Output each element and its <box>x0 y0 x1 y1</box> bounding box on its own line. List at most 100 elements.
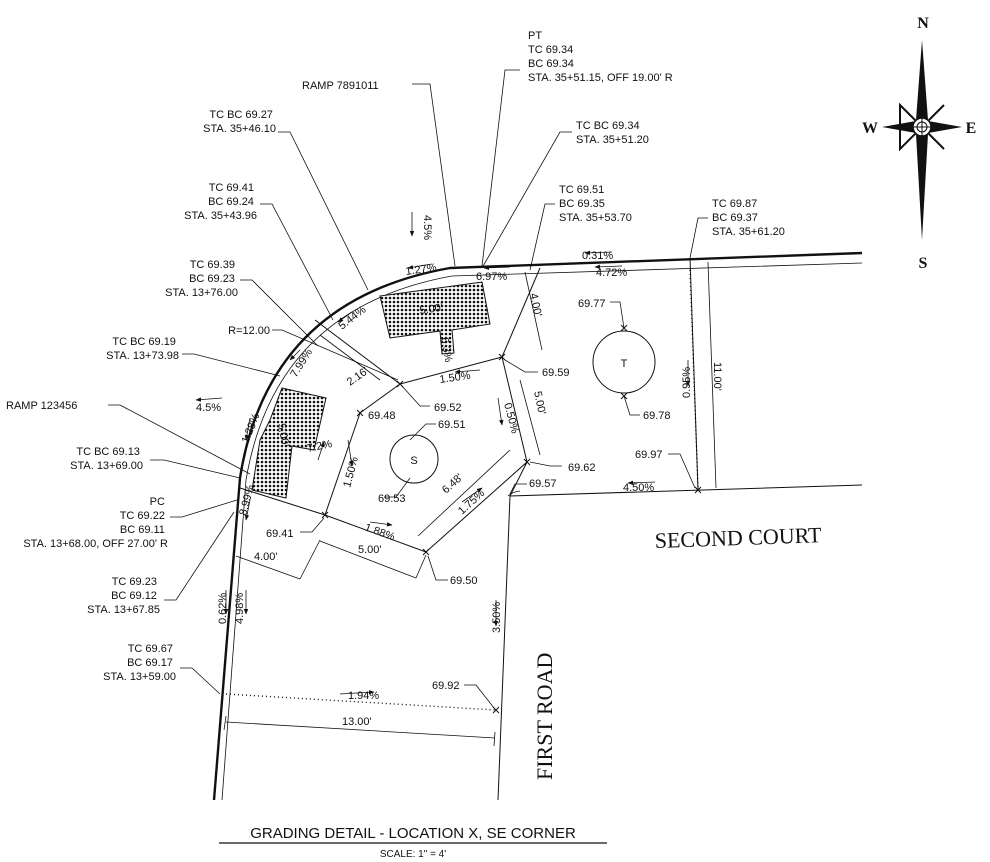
back-of-curb-line <box>212 251 863 801</box>
grade-line <box>324 514 427 553</box>
leader-6962 <box>529 461 562 467</box>
arrow-127 <box>407 263 433 270</box>
callout-tcbc-1369: TC BC 69.13 STA. 13+69.00 <box>70 446 143 472</box>
ramp-7891011 <box>379 281 491 355</box>
tree-symbol: T <box>592 324 656 400</box>
elev-6948: 69.48 <box>368 410 396 422</box>
leader-ramp-b <box>108 404 251 475</box>
grade-line <box>509 461 528 497</box>
sign-symbol: S <box>389 434 439 484</box>
arrow-450 <box>627 480 656 486</box>
drawing-title: GRADING DETAIL - LOCATION X, SE CORNER <box>250 825 576 842</box>
callout-tcbc-1373: TC BC 69.19 STA. 13+73.98 <box>106 336 179 362</box>
drawing-scale: SCALE: 1" = 4' <box>380 849 446 860</box>
ramp-123456-label: RAMP 123456 <box>6 400 77 412</box>
grade-line <box>314 319 401 385</box>
leader-pc <box>170 499 238 518</box>
elev-6953: 69.53 <box>378 493 406 505</box>
compass-needle-south <box>916 127 928 240</box>
callout-tc6951: TC 69.51 BC 69.35 STA. 35+53.70 <box>559 184 632 224</box>
arrow-031 <box>584 250 613 256</box>
sign-circle <box>389 434 439 484</box>
slope-472: 4.72% <box>596 267 627 279</box>
dim-400-a: 4.00' <box>254 551 278 563</box>
detectable-warning-west <box>251 387 327 499</box>
leader-tcbc-3551 <box>481 131 572 269</box>
arrow-799 <box>289 349 301 361</box>
arrow-194 <box>339 690 375 695</box>
leader-tc6987 <box>689 217 708 259</box>
tree-label: T <box>621 358 628 370</box>
elev-6941: 69.41 <box>266 528 294 540</box>
arrow-544 <box>337 311 353 323</box>
dim-216: 2.16' <box>345 365 371 388</box>
compass-needle-north <box>916 40 928 127</box>
street-first-road: FIRST ROAD <box>532 653 557 780</box>
slope-194: 1.94% <box>348 690 379 702</box>
leader-6953 <box>384 477 411 498</box>
grading-lines <box>225 257 699 711</box>
ramp-7891011-label: RAMP 7891011 <box>302 80 379 92</box>
callout-pc: PC TC 69.22 BC 69.11 STA. 13+68.00, OFF … <box>23 496 168 550</box>
elev-6997: 69.97 <box>635 449 663 461</box>
grade-point-marker <box>356 409 364 417</box>
slope-095: 0.95% <box>681 367 693 398</box>
callout-tc6923: TC 69.23 BC 69.12 STA. 13+67.85 <box>87 576 160 616</box>
elev-6952: 69.52 <box>434 402 462 414</box>
leader-6992 <box>464 684 495 709</box>
sidewalk-return <box>507 490 521 497</box>
detectable-warning-north <box>379 281 491 355</box>
arrow-72 <box>317 441 325 461</box>
arrow-150b <box>347 439 354 467</box>
callout-pt: PT TC 69.34 BC 69.34 STA. 35+51.15, OFF … <box>528 30 673 84</box>
arrow-899 <box>244 499 251 521</box>
dim-tick <box>223 715 227 731</box>
dim-1100: 11.00' <box>711 362 723 391</box>
dim-13-line <box>225 721 496 739</box>
arrow-45b <box>195 397 223 402</box>
compass-needle-east <box>922 121 962 133</box>
dim-1300: 13.00' <box>342 716 372 728</box>
dim-216-line <box>319 334 381 381</box>
leader-6959 <box>504 359 538 373</box>
elev-6957: 69.57 <box>529 478 557 490</box>
grade-point-marker <box>523 458 531 466</box>
grade-line <box>399 356 503 385</box>
dim-11-line <box>707 261 717 489</box>
compass-n-label: N <box>917 15 929 32</box>
leader-pt <box>481 69 520 267</box>
callout-tc6987: TC 69.87 BC 69.37 STA. 35+61.20 <box>712 198 785 238</box>
grade-point-marker <box>498 353 506 361</box>
elev-6992: 69.92 <box>432 680 460 692</box>
elev-6962: 69.62 <box>568 462 596 474</box>
compass-s-label: S <box>919 255 928 272</box>
callout-tc6939: TC 69.39 BC 69.23 STA. 13+76.00 <box>165 259 238 299</box>
leader-6952 <box>401 385 430 407</box>
slope-63: 6.3% <box>438 336 454 363</box>
slope-697: 6.97% <box>476 271 507 283</box>
leader-tcbc-3446 <box>278 131 369 291</box>
tree-markers <box>620 324 628 400</box>
sign-label: S <box>410 455 417 467</box>
arrow-050 <box>497 397 504 426</box>
slope-498: 4.98% <box>234 593 246 624</box>
tree-circle <box>592 330 656 394</box>
leader-tcbc-1369 <box>150 459 241 479</box>
dimension-labels: 5.00' 4.00' 5.00' 11.00' 2.16' 5.00' 6.4… <box>254 292 723 728</box>
grade-point-marker <box>422 548 430 556</box>
callout-tcbc-3546: TC BC 69.27 STA. 35+46.10 <box>203 109 276 135</box>
dim-tick <box>415 554 427 579</box>
leader-6997 <box>668 453 696 489</box>
dim-500-ramp-a: 5.00' <box>419 302 444 317</box>
callout-tc6941: TC 69.41 BC 69.24 STA. 35+43.96 <box>184 182 257 222</box>
slope-350: 3.50% <box>491 602 503 633</box>
leader-6978 <box>623 395 640 416</box>
north-arrow: N S E W <box>862 15 976 272</box>
slope-450: 4.50% <box>623 482 654 494</box>
elev-6950: 69.50 <box>450 575 478 587</box>
slope-45a: 4.5% <box>421 215 433 240</box>
arrow-472 <box>594 264 623 270</box>
dim-500-b: 5.00' <box>358 544 382 556</box>
grade-line <box>501 356 528 463</box>
